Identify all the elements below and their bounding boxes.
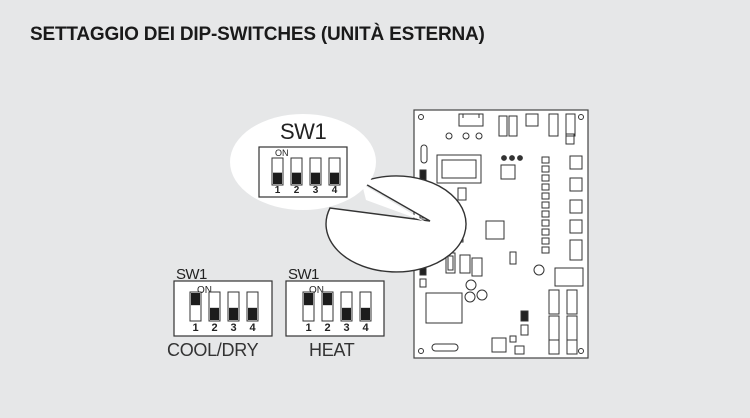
callout-switch-group: [271, 157, 341, 186]
cooldry-switch-name: SW1: [176, 266, 207, 283]
cooldry-switch-2-knob: [210, 307, 219, 320]
callout-switch-number-1: 1: [275, 185, 281, 196]
callout-switch-number-4: 4: [332, 185, 338, 196]
cooldry-switch-3: [227, 291, 240, 322]
cooldry-switch-3-knob: [229, 307, 238, 320]
callout-switch-3: [309, 157, 322, 186]
callout-on-label: ON: [275, 148, 289, 158]
callout-switch-2-knob: [292, 172, 301, 184]
cooldry-switch-number-4: 4: [249, 322, 256, 334]
callout-switch-1-knob: [273, 172, 282, 184]
heat-switch-name: SW1: [288, 266, 319, 283]
cooldry-switch-1-knob: [191, 293, 200, 306]
page-title: SETTAGGIO DEI DIP-SWITCHES (UNITÀ ESTERN…: [30, 24, 485, 45]
heat-mode-label: HEAT: [309, 340, 355, 360]
callout-switch-3-knob: [311, 172, 320, 184]
heat-switch-number-2: 2: [324, 322, 330, 334]
cooldry-on-label: ON: [197, 285, 212, 296]
callout-switch-1: [271, 157, 284, 186]
callout-switch-name: SW1: [280, 119, 326, 144]
heat-number-group: 1 2 3 4: [305, 322, 369, 334]
cooldry-mode-label: COOL/DRY: [167, 340, 259, 360]
callout-switch-2: [290, 157, 303, 186]
cooldry-switch-2: [208, 291, 221, 322]
callout-bubble: [325, 175, 467, 273]
cooldry-switch-group: [189, 291, 259, 322]
cooldry-number-group: 1 2 3 4: [192, 322, 256, 334]
heat-switch-number-3: 3: [343, 322, 349, 334]
cooldry-switch-1: [189, 291, 202, 322]
callout-switch-4-knob: [330, 172, 339, 184]
heat-on-label: ON: [309, 285, 324, 296]
heat-switch-1-knob: [304, 293, 313, 306]
callout-switch-number-2: 2: [294, 185, 300, 196]
heat-switch-4: [359, 291, 372, 322]
heat-switch-1: [302, 291, 315, 322]
callout-switch-number-3: 3: [313, 185, 319, 196]
callout-number-group: 1 2 3 4: [275, 185, 338, 196]
heat-switch-2: [321, 291, 334, 322]
heat-switch-4-knob: [361, 307, 370, 320]
cooldry-switch-4-knob: [248, 307, 257, 320]
heat-switch-group: [302, 291, 372, 322]
heat-switch-3: [340, 291, 353, 322]
cooldry-switch-number-1: 1: [192, 322, 198, 334]
heat-switch-2-knob: [323, 293, 332, 306]
cooldry-switch-4: [246, 291, 259, 322]
cooldry-switch-number-3: 3: [230, 322, 236, 334]
heat-switch-number-4: 4: [362, 322, 369, 334]
callout-switch-4: [328, 157, 341, 186]
heat-switch-number-1: 1: [305, 322, 311, 334]
cooldry-switch-number-2: 2: [211, 322, 217, 334]
heat-switch-3-knob: [342, 307, 351, 320]
